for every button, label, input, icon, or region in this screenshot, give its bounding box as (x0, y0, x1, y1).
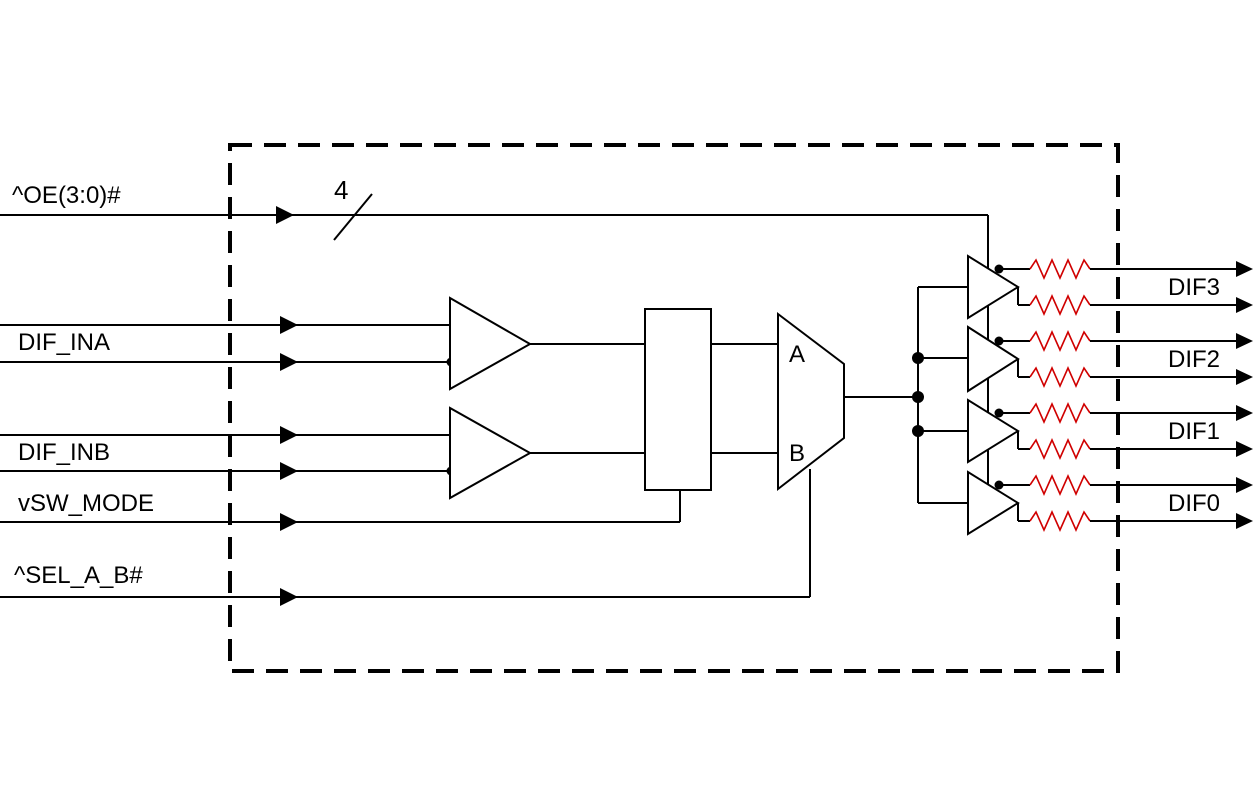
output-pair-1 (999, 402, 1253, 460)
sel-label: ^SEL_A_B# (14, 562, 143, 589)
oe-label: ^OE(3:0)# (12, 182, 121, 209)
dif-inb-label: DIF_INB (18, 439, 110, 466)
chip-boundary (228, 143, 1120, 673)
output-pair-2 (999, 330, 1253, 388)
mux-input-b-label: B (789, 440, 805, 467)
output-buffer-2 (967, 325, 1020, 393)
dif-inb-wires (0, 426, 456, 480)
input-buffer-b (449, 406, 533, 500)
output-pair-0 (999, 474, 1253, 532)
output-label-dif1: DIF1 (1168, 418, 1220, 445)
sw-mode-wire (0, 490, 681, 531)
input-buffer-a (449, 296, 533, 391)
bus-width-label: 4 (334, 175, 348, 205)
dif-ina-label: DIF_INA (18, 329, 110, 356)
sel-wire (0, 469, 811, 606)
output-buffer-3 (967, 254, 1020, 320)
output-buffer-0 (967, 470, 1020, 536)
mux-a-b (777, 311, 845, 492)
dif-ina-wires (0, 316, 456, 371)
output-pair-3 (999, 258, 1253, 316)
sw-mode-label: vSW_MODE (18, 490, 154, 517)
output-label-dif0: DIF0 (1168, 490, 1220, 517)
fanout-wiring (844, 286, 968, 504)
mux-input-a-label: A (789, 341, 805, 368)
input-mode-block (644, 308, 712, 491)
output-label-dif2: DIF2 (1168, 346, 1220, 373)
output-label-dif3: DIF3 (1168, 274, 1220, 301)
output-buffer-1 (967, 398, 1020, 464)
